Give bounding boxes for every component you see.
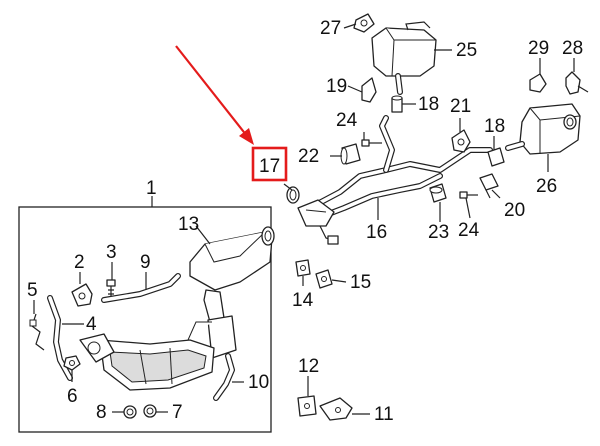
part-14-bracket xyxy=(295,259,311,277)
part-27-hanger xyxy=(353,13,375,33)
callout-7: 7 xyxy=(172,402,183,423)
part-19-bracket xyxy=(361,77,377,103)
callout-27: 27 xyxy=(320,18,341,39)
intermediate-pipe-16 xyxy=(297,115,493,245)
part-15-bracket xyxy=(315,269,333,289)
callout-18-right: 18 xyxy=(484,116,505,137)
part-6-nut xyxy=(63,355,81,371)
callout-16: 16 xyxy=(366,222,387,243)
part-18-upper-sleeve xyxy=(391,95,403,113)
part-9-sensor-pipe xyxy=(101,273,181,303)
callout-24-upper: 24 xyxy=(336,110,358,131)
highlight-arrow-head xyxy=(239,128,254,145)
callout-12: 12 xyxy=(298,356,319,377)
part-11-bracket xyxy=(319,397,353,421)
rear-muffler-25 xyxy=(371,21,437,95)
callout-24-lower: 24 xyxy=(458,220,480,241)
part-4-pipe xyxy=(47,295,73,381)
part-2-bracket xyxy=(71,283,93,307)
rear-muffler-26 xyxy=(505,103,581,155)
part-29-hanger xyxy=(529,73,547,93)
callout-numbers: 1 2 3 4 5 6 7 8 9 10 11 12 13 14 15 16 1… xyxy=(27,18,583,425)
part-18-right-sleeve xyxy=(487,147,505,167)
callout-29: 29 xyxy=(528,38,549,59)
callout-23: 23 xyxy=(428,222,449,243)
part-10-pipe xyxy=(213,353,235,401)
callout-13: 13 xyxy=(178,214,199,235)
callout-4: 4 xyxy=(86,314,97,335)
part-7-clamp xyxy=(143,404,157,418)
callout-17: 17 xyxy=(259,156,280,177)
callout-1: 1 xyxy=(146,178,157,199)
callout-10: 10 xyxy=(248,372,269,393)
callout-15: 15 xyxy=(350,272,371,293)
callout-28: 28 xyxy=(562,38,583,59)
part-24-lower-bolt xyxy=(459,191,478,199)
callout-25: 25 xyxy=(456,40,477,61)
part-12-bracket xyxy=(297,395,317,417)
callout-22: 22 xyxy=(298,146,319,167)
callout-8: 8 xyxy=(96,402,107,423)
part-22-sleeve xyxy=(340,143,361,165)
callout-26: 26 xyxy=(536,176,557,197)
callout-3: 3 xyxy=(106,242,117,263)
callout-14: 14 xyxy=(292,290,314,311)
part-23-insulator xyxy=(429,183,447,203)
part-5-wire xyxy=(29,313,45,351)
front-pipe-assembly-13 xyxy=(79,226,275,391)
callout-11: 11 xyxy=(374,404,394,425)
part-24-upper-bolt xyxy=(361,139,382,147)
callout-19: 19 xyxy=(326,76,347,97)
callout-6: 6 xyxy=(67,386,78,407)
callout-20: 20 xyxy=(504,200,525,221)
callout-21: 21 xyxy=(450,96,471,117)
callout-9: 9 xyxy=(140,252,151,273)
callout-2: 2 xyxy=(74,252,85,273)
part-20-clamp xyxy=(479,173,499,199)
highlight-arrow-shaft xyxy=(175,45,248,137)
leader-lines xyxy=(33,23,575,415)
callout-5: 5 xyxy=(27,280,38,301)
part-21-bracket xyxy=(451,129,471,153)
part-8-gasket xyxy=(123,405,137,419)
highlight-box xyxy=(251,146,288,182)
callout-18-upper: 18 xyxy=(418,94,439,115)
clamp-17 xyxy=(286,186,300,204)
detail-box-assembly-1 xyxy=(18,206,272,433)
part-28-bracket xyxy=(565,71,589,95)
highlight-annotation xyxy=(175,45,288,182)
